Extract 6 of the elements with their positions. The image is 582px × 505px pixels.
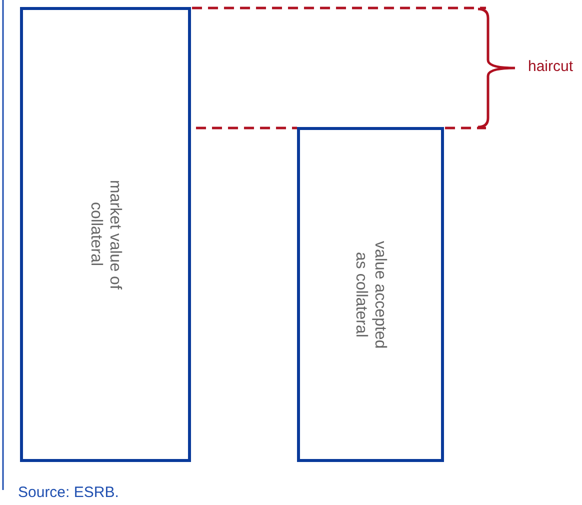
value-bar — [297, 127, 444, 462]
bar-label: market value of collateral — [86, 180, 124, 290]
value-bar — [20, 7, 191, 462]
bar-label: value accepted as collateral — [352, 240, 390, 350]
bracket-label: haircut — [528, 58, 574, 75]
source-note: Source: ESRB. — [18, 484, 119, 501]
